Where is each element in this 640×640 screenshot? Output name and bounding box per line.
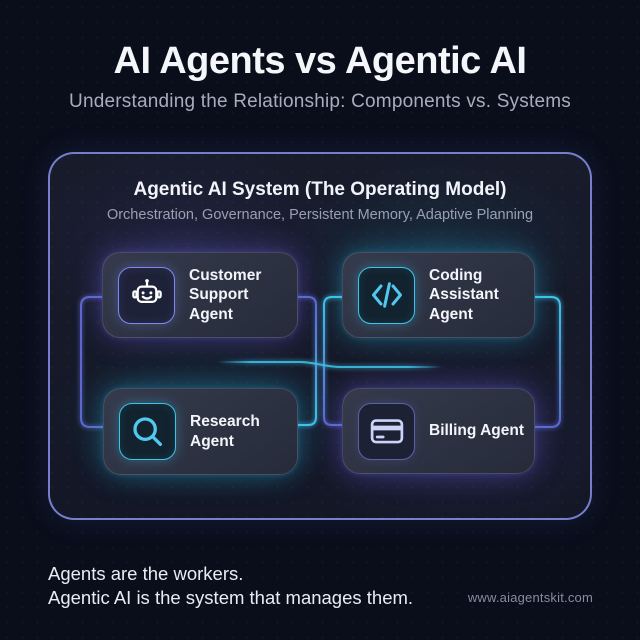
panel-subheading: Orchestration, Governance, Persistent Me… bbox=[106, 207, 534, 223]
card-label: Customer Support Agent bbox=[189, 266, 262, 323]
card-label: Research Agent bbox=[190, 412, 260, 450]
footer-line-2: Agentic AI is the system that manages th… bbox=[48, 587, 414, 608]
card-billing-agent: Billing Agent bbox=[342, 388, 535, 474]
code-icon bbox=[371, 282, 402, 308]
footer-tagline: Agents are the workers. Agentic AI is th… bbox=[48, 562, 413, 610]
robot-icon-tile bbox=[118, 266, 175, 324]
magnifier-icon-tile bbox=[119, 403, 176, 460]
magnifier-icon bbox=[132, 416, 162, 446]
panel-heading: Agentic AI System (The Operating Model) bbox=[133, 179, 507, 200]
page-subtitle: Understanding the Relationship: Componen… bbox=[69, 91, 571, 112]
page-title: AI Agents vs Agentic AI bbox=[113, 40, 527, 82]
card-label: Billing Agent bbox=[429, 422, 524, 440]
credit-card-icon-tile bbox=[358, 402, 415, 460]
website-url: www.aiagentskit.com bbox=[467, 590, 593, 605]
card-research-agent: Research Agent bbox=[103, 388, 298, 475]
card-label: Coding Assistant Agent bbox=[429, 266, 499, 323]
credit-card-icon bbox=[370, 419, 403, 444]
card-coding-assistant-agent: Coding Assistant Agent bbox=[342, 252, 535, 338]
robot-icon bbox=[131, 279, 162, 304]
code-icon-tile bbox=[358, 266, 415, 324]
footer-line-1: Agents are the workers. bbox=[48, 563, 244, 584]
card-customer-support-agent: Customer Support Agent bbox=[102, 252, 298, 338]
